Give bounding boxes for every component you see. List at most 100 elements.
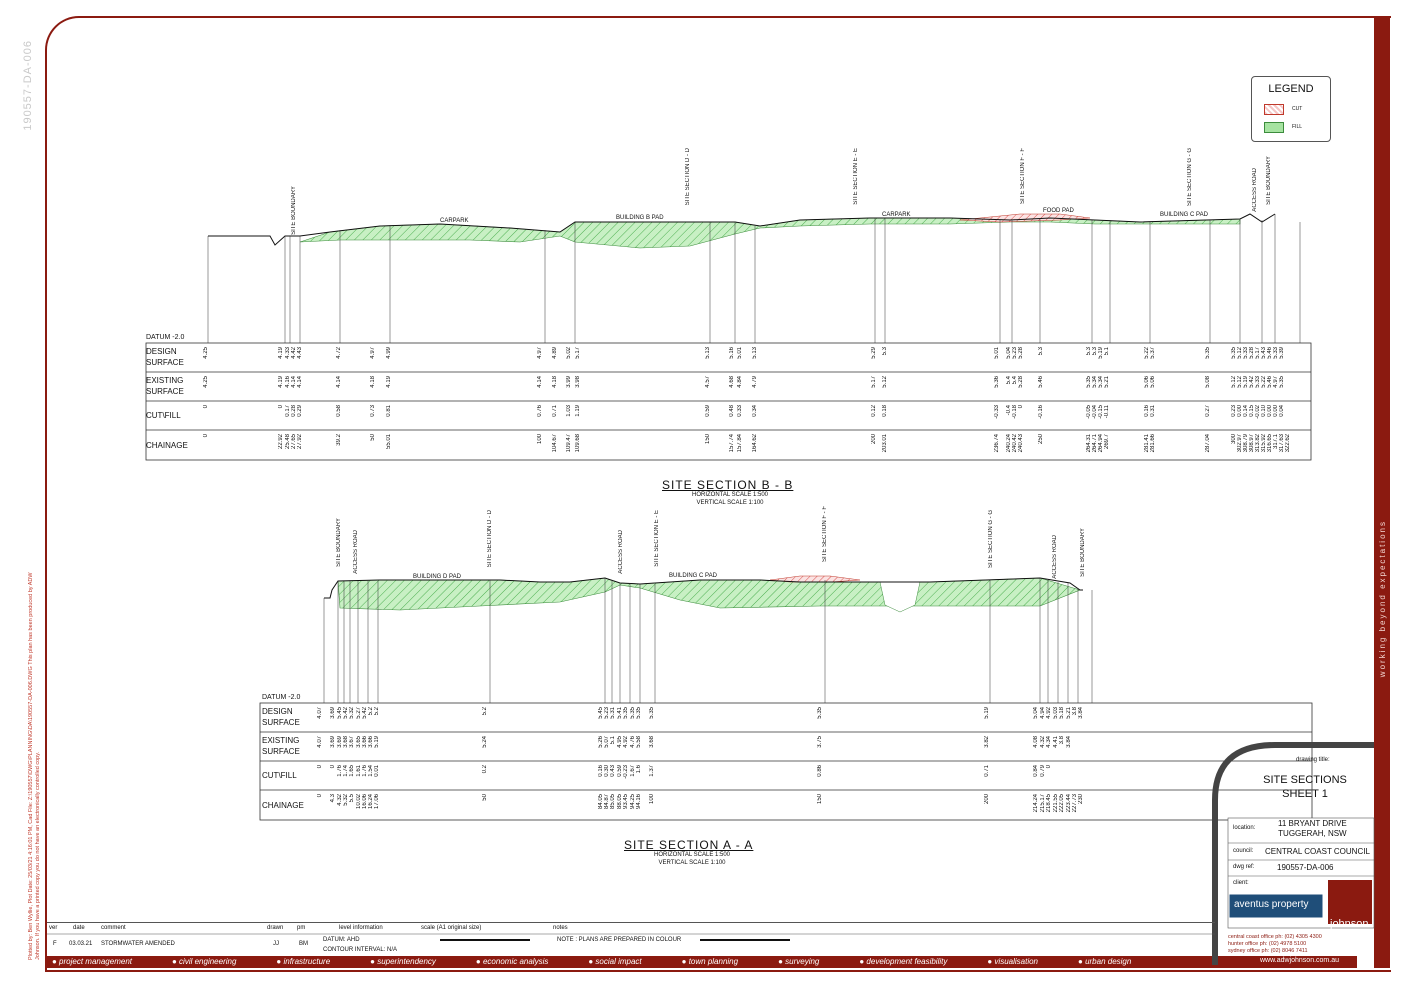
feature-label: ACCESS ROAD bbox=[1252, 168, 1258, 212]
legend-fill-swatch bbox=[1264, 122, 1284, 133]
service-item: ● civil engineering bbox=[171, 957, 237, 966]
client-label: client: bbox=[1233, 880, 1249, 886]
chainage-value: 250 bbox=[1038, 434, 1044, 445]
design-value: 5.13 bbox=[752, 347, 758, 359]
feature-label: SITE SECTION D - D bbox=[487, 510, 493, 568]
feature-label: SITE SECTION E - E bbox=[853, 148, 859, 205]
office-row: central coast office ph: (02) 4305 4300 bbox=[1228, 934, 1322, 940]
rev-header-pm: pm bbox=[297, 925, 306, 931]
design-value: 5.35 bbox=[636, 707, 642, 719]
cutfill-value: 0 bbox=[330, 765, 336, 769]
existing-value: 5.24 bbox=[482, 736, 488, 748]
section-a-row-design: DESIGN SURFACE bbox=[262, 707, 300, 727]
existing-value: 5.12 bbox=[882, 376, 888, 388]
design-value: 5.28 bbox=[1018, 347, 1024, 359]
existing-value: 5.17 bbox=[871, 376, 877, 388]
section-a-row-existing: EXISTING SURFACE bbox=[262, 736, 300, 756]
existing-value: 3.68 bbox=[649, 736, 655, 748]
feature-label: SITE BOUNDARY bbox=[291, 186, 297, 235]
service-item: ● economic analysis bbox=[475, 957, 549, 966]
chainage-value: 100 bbox=[537, 434, 543, 445]
rev-ver: F bbox=[53, 941, 57, 947]
client-logo: aventus property bbox=[1234, 899, 1309, 910]
design-value: 4.07 bbox=[317, 707, 323, 719]
location-label: location: bbox=[1233, 825, 1256, 831]
existing-value: 3.98 bbox=[575, 376, 581, 388]
design-value: 5.2 bbox=[482, 707, 488, 716]
existing-value: 4.68 bbox=[729, 376, 735, 388]
office-list: central coast office ph: (02) 4305 4300 … bbox=[1228, 934, 1374, 955]
chainage-value: 93.45 bbox=[623, 794, 629, 810]
chainage-value: 109.68 bbox=[575, 434, 581, 453]
feature-label: CARPARK bbox=[882, 212, 911, 218]
cutfill-value: 0.73 bbox=[370, 405, 376, 417]
design-value: 5.04 bbox=[1033, 707, 1039, 719]
cutfill-value: 0 bbox=[1018, 405, 1024, 409]
existing-value: 4.08 bbox=[1033, 736, 1039, 748]
legend-cut-label: CUT bbox=[1292, 106, 1303, 112]
cutfill-value: 1.03 bbox=[566, 405, 572, 417]
feature-label: SITE SECTION G - G bbox=[988, 510, 994, 569]
chainage-value: 203.01 bbox=[882, 434, 888, 453]
feature-label: SITE BOUNDARY bbox=[1080, 528, 1086, 577]
chainage-value: 269.7 bbox=[1104, 434, 1110, 450]
service-item: ● infrastructure bbox=[276, 957, 331, 966]
design-value: 5.02 bbox=[566, 347, 572, 359]
cutfill-value: 1.19 bbox=[575, 405, 581, 417]
design-value: 3.69 bbox=[330, 707, 336, 719]
feature-label: ACCESS ROAD bbox=[618, 530, 624, 574]
design-value: 5.3 bbox=[882, 347, 888, 356]
services-bar bbox=[45, 956, 1357, 968]
design-value: 5.13 bbox=[705, 347, 711, 359]
chainage-value: 218.45 bbox=[1046, 794, 1052, 813]
existing-value: 3.84 bbox=[1066, 736, 1072, 748]
cutfill-value: 1.65 bbox=[349, 765, 355, 777]
chainage-value: 150 bbox=[817, 794, 823, 805]
service-item: ● social impact bbox=[588, 957, 642, 966]
chainage-value: 39.2 bbox=[336, 434, 342, 446]
existing-value: 3.99 bbox=[566, 376, 572, 388]
design-value: 4.72 bbox=[336, 347, 342, 359]
company-logo: johnson bbox=[1330, 918, 1369, 930]
existing-value: 5.19 bbox=[374, 736, 380, 748]
legend: LEGEND CUT FILL bbox=[1251, 76, 1331, 142]
design-value: 5.3 bbox=[1038, 347, 1044, 356]
existing-value: 5.1 bbox=[610, 736, 616, 745]
cutfill-value: 0.04 bbox=[1279, 405, 1285, 417]
chainage-value: 104.67 bbox=[552, 434, 558, 453]
section-b-hscale: HORIZONTAL SCALE 1:500 bbox=[691, 492, 769, 498]
cutfill-value: 0.33 bbox=[737, 405, 743, 417]
feature-label: BUILDING C PAD bbox=[1160, 212, 1208, 218]
design-value: 5.39 bbox=[1279, 347, 1285, 359]
existing-value: 4.57 bbox=[705, 376, 711, 388]
cutfill-value: 0.58 bbox=[336, 405, 342, 417]
chainage-value: 17.06 bbox=[374, 794, 380, 810]
rev-header-date: date bbox=[73, 925, 85, 931]
chainage-value: 287.04 bbox=[1205, 434, 1211, 453]
cutfill-value: 0.81 bbox=[386, 405, 392, 417]
cutfill-value: 1.6 bbox=[636, 765, 642, 774]
rev-datum: DATUM: AHD bbox=[323, 937, 360, 943]
design-value: 4.97 bbox=[537, 347, 543, 359]
chainage-value: 5.5 bbox=[349, 794, 355, 803]
revision-block: ver date comment drawn pm level informat… bbox=[47, 922, 1215, 957]
existing-value: 4.34 bbox=[1046, 736, 1052, 748]
legend-title: LEGEND bbox=[1268, 83, 1314, 95]
cutfill-value: -0.23 bbox=[623, 765, 629, 779]
section-b-row-cutfill: CUT\FILL bbox=[146, 411, 181, 420]
design-value: 4.92 bbox=[1046, 707, 1052, 719]
chainage-value: 85.05 bbox=[610, 794, 616, 810]
rev-header-comment: comment bbox=[101, 925, 126, 931]
council-value: CENTRAL COAST COUNCIL bbox=[1265, 847, 1370, 856]
design-value: 5.37 bbox=[1150, 347, 1156, 359]
section-a-title: SITE SECTION A - A bbox=[624, 838, 754, 852]
feature-label: SITE SECTION F - F bbox=[822, 506, 828, 563]
chainage-value: 157.74 bbox=[729, 434, 735, 453]
rev-date: 03.03.21 bbox=[69, 941, 93, 947]
existing-value: 4.14 bbox=[336, 376, 342, 388]
chainage-value: 157.84 bbox=[737, 434, 743, 453]
rev-header-drawn: drawn bbox=[267, 925, 284, 931]
design-value: 4.25 bbox=[203, 347, 209, 359]
design-value: 5.16 bbox=[729, 347, 735, 359]
services-list: ● project management● civil engineering●… bbox=[52, 957, 1171, 966]
